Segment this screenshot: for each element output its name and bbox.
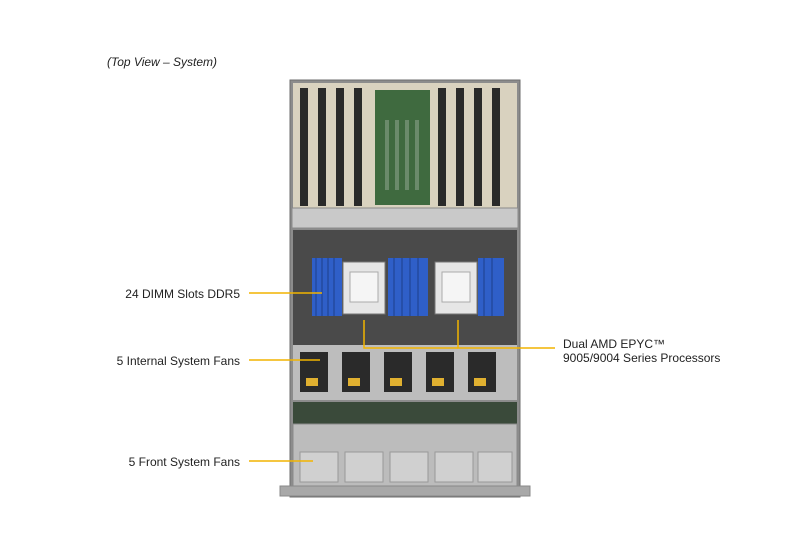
dimm-banks	[312, 258, 504, 316]
label-processors: Dual AMD EPYC™ 9005/9004 Series Processo…	[563, 337, 720, 365]
label-processors-line1: Dual AMD EPYC™	[563, 337, 666, 351]
label-dimm-slots: 24 DIMM Slots DDR5	[125, 287, 240, 301]
label-processors-line2: 9005/9004 Series Processors	[563, 351, 721, 365]
crossbar	[291, 207, 519, 229]
backplane	[293, 402, 517, 424]
front-fan-area	[292, 423, 518, 487]
view-caption: (Top View – System)	[107, 55, 218, 69]
label-front-fans: 5 Front System Fans	[128, 455, 240, 469]
front-rail	[279, 485, 531, 497]
leader-cpu-left	[363, 320, 458, 349]
label-internal-fans: 5 Internal System Fans	[116, 354, 240, 368]
leader-lines	[249, 292, 555, 462]
cpu-heatsinks	[342, 261, 478, 315]
internal-fan-row	[293, 345, 517, 400]
pcie-riser-area	[293, 83, 517, 208]
